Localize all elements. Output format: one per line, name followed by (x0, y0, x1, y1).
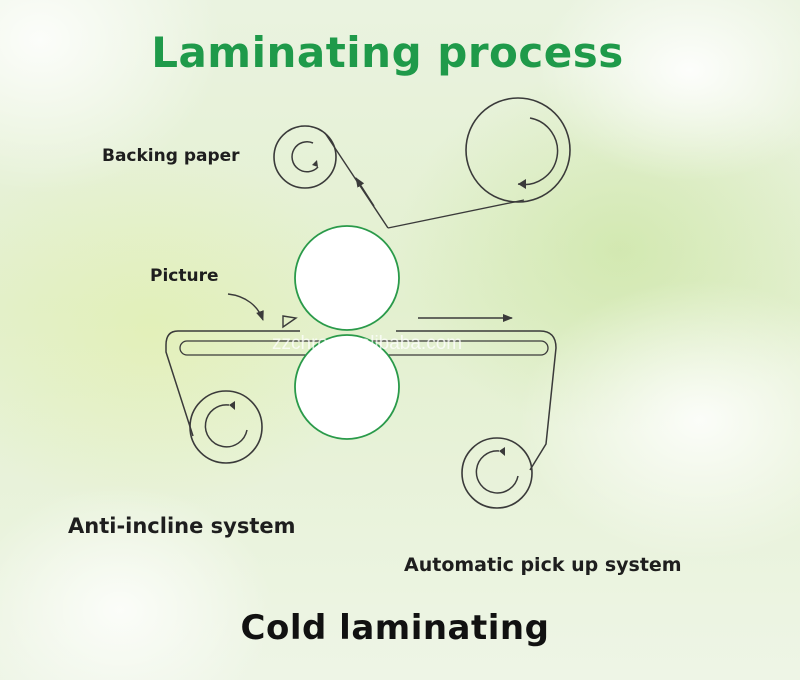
page-title: Laminating process (151, 28, 624, 77)
label-automatic-pick-up-system: Automatic pick up system (404, 554, 682, 576)
anti-incline-roll (189, 390, 263, 464)
label-backing-paper: Backing paper (102, 146, 240, 166)
footer-caption: Cold laminating (240, 608, 550, 648)
backing-paper-rewind-roll (465, 97, 571, 203)
watermark: zzchro.en.alibaba.com (272, 333, 463, 354)
auto-pickup-roll (461, 437, 533, 509)
pressure-rollers (294, 225, 400, 440)
backing-paper-path (324, 132, 525, 229)
backing-paper-roll (273, 125, 337, 189)
label-anti-incline-system: Anti-incline system (68, 514, 296, 538)
picture-pointer (227, 293, 298, 329)
label-picture: Picture (150, 266, 219, 286)
